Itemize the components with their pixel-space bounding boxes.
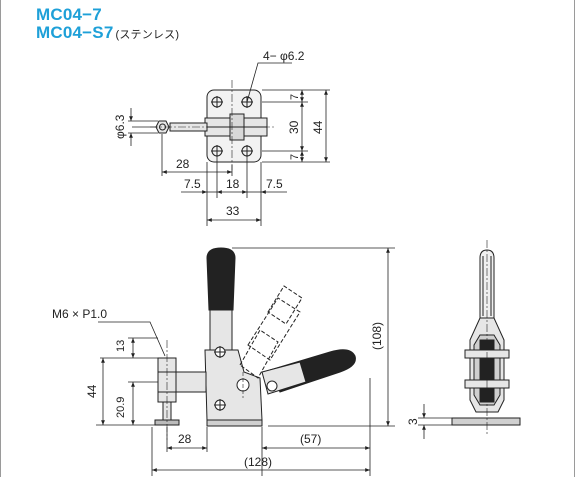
- side-view: [451, 240, 521, 435]
- dim-44-top-label: 44: [311, 120, 325, 134]
- side-view-dimensions: [418, 404, 452, 439]
- dim-28-top-label: 28: [176, 157, 190, 171]
- front-view: [154, 247, 356, 440]
- side-base: [451, 417, 521, 426]
- dim-3-label: 3: [406, 418, 420, 425]
- front-body: [204, 349, 263, 421]
- model-title-primary: MC04−7: [36, 5, 102, 24]
- dim-7-top-label: 7: [289, 94, 301, 100]
- front-view-labels: M6 × P1.0 13 44 20.9 28 (57) (128) (108): [52, 307, 384, 469]
- model-title-stainless: MC04−S7(ステンレス): [36, 24, 179, 44]
- hole-note-label: 4− φ6.2: [263, 49, 305, 63]
- dim-108-label: (108): [370, 322, 384, 350]
- dim-44-front-label: 44: [85, 384, 99, 398]
- dim-28-front-label: 28: [178, 432, 192, 446]
- thread-label: M6 × P1.0: [52, 307, 107, 321]
- model-title-stainless-code: MC04−S7: [36, 23, 114, 42]
- front-base: [206, 419, 263, 427]
- front-handle-grip: [206, 247, 236, 311]
- dim-18-label: 18: [226, 177, 240, 191]
- dim-13-label: 13: [115, 340, 127, 352]
- dim-20-9-label: 20.9: [115, 397, 127, 418]
- dim-128-label: (128): [244, 455, 272, 469]
- dim-7-5-left-label: 7.5: [184, 177, 201, 191]
- top-view: [150, 80, 275, 170]
- front-view-dimensions: [96, 247, 395, 476]
- dim-57-label: (57): [300, 432, 321, 446]
- dim-7-bottom-label: 7: [289, 154, 301, 160]
- front-lever-arm: [209, 309, 233, 351]
- dim-7-5-right-label: 7.5: [266, 177, 283, 191]
- front-open-lever-ghost: [239, 285, 303, 379]
- dim-33-label: 33: [226, 204, 240, 218]
- top-view-dimensions: [128, 62, 330, 226]
- front-horizontal-arm: [175, 371, 207, 393]
- dim-30-label: 30: [287, 120, 301, 134]
- handle-diameter-label: φ6.3: [113, 114, 127, 139]
- top-view-labels: 4− φ6.2 φ6.3 7 30 7 44 28 7.5 18 7.5 33: [113, 49, 325, 218]
- material-note: (ステンレス): [115, 29, 180, 41]
